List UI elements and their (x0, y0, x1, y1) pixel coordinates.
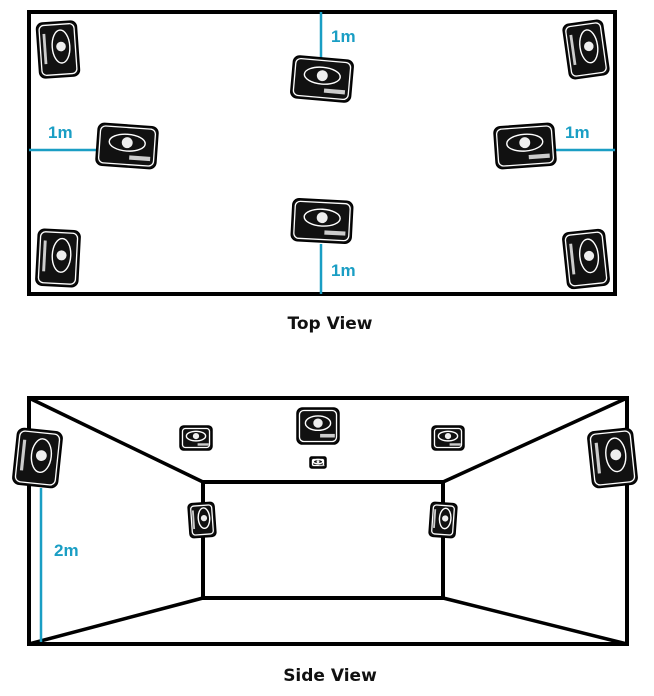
top-view-caption: Top View (287, 314, 372, 334)
side-view-outer-wall (27, 396, 629, 646)
speaker-icon (587, 427, 638, 489)
speaker-icon (35, 228, 81, 288)
side-view-caption: Side View (283, 666, 377, 686)
speaker-icon (290, 55, 354, 103)
speaker-icon (179, 425, 213, 451)
speaker-icon (35, 20, 81, 79)
height-label: 2m (54, 541, 79, 560)
speaker-icon (290, 198, 354, 244)
perspective-line (28, 596, 204, 646)
speaker-icon (296, 407, 340, 445)
speaker-icon (562, 228, 610, 290)
side-view: 2m Side View (12, 396, 638, 686)
perspective-line (442, 596, 628, 646)
speaker-icon (428, 501, 458, 539)
speaker-icon (431, 425, 465, 451)
top-distance-label: 1m (331, 27, 356, 46)
perspective-line (28, 396, 204, 484)
top-view: 1m 1m 1m 1m Top View (27, 10, 617, 334)
speaker-icon (12, 427, 63, 489)
perspective-line (442, 396, 628, 484)
left-distance-label: 1m (48, 123, 73, 142)
speaker-icon (187, 501, 217, 539)
side-view-back-wall (201, 480, 445, 600)
right-distance-label: 1m (565, 123, 590, 142)
speaker-icon (309, 456, 327, 469)
speaker-icon (95, 122, 159, 170)
speaker-icon (562, 19, 610, 80)
bottom-distance-label: 1m (331, 261, 356, 280)
speaker-icon (493, 122, 557, 170)
